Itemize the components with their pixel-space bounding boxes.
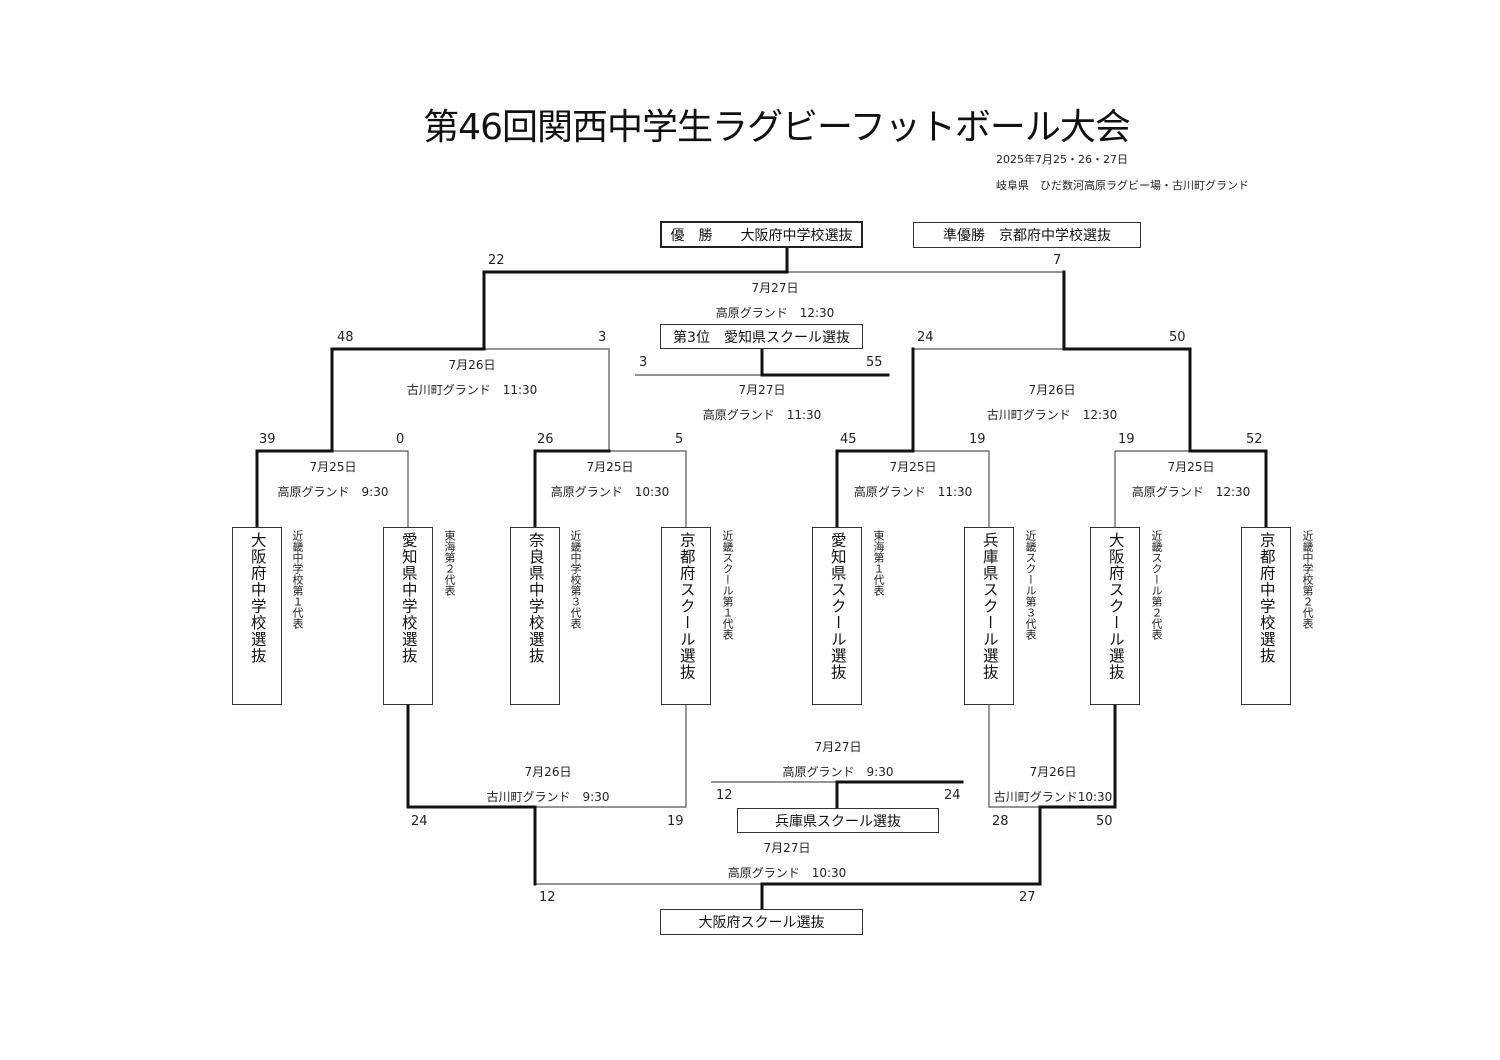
line-cons1-win bbox=[406, 703, 537, 886]
score: 12 bbox=[539, 890, 556, 905]
score: 50 bbox=[1169, 330, 1186, 345]
line-r1-4-left bbox=[1114, 450, 1190, 527]
team-box: 京都府スクール選抜 bbox=[661, 527, 711, 705]
line-r1-3-win bbox=[835, 347, 915, 529]
line-cons2-win bbox=[1038, 703, 1117, 886]
match-date: 7月26日 bbox=[524, 765, 572, 779]
line-r1-2-right bbox=[609, 450, 687, 527]
match-venue: 高原グランド 10:30 bbox=[727, 866, 847, 880]
tournament-dates: 2025年7月25・26・27日 bbox=[996, 153, 1128, 166]
match-venue: 高原グランド 12:30 bbox=[1131, 485, 1251, 499]
team-name: 京都府スクール選抜 bbox=[677, 532, 696, 681]
team-qualification: 近畿中学校第１代表 bbox=[291, 530, 304, 629]
team-box: 京都府中学校選抜 bbox=[1241, 527, 1291, 705]
score: 26 bbox=[537, 432, 554, 447]
score: 24 bbox=[944, 788, 961, 803]
team-qualification: 近畿スクール第１代表 bbox=[721, 530, 734, 640]
score: 12 bbox=[716, 788, 733, 803]
team-qualification: 近畿スクール第３代表 bbox=[1024, 530, 1037, 640]
match-date: 7月25日 bbox=[1167, 460, 1215, 474]
line-sf1-left bbox=[330, 347, 486, 453]
line-r1-4-win bbox=[1188, 449, 1268, 529]
match-date: 7月26日 bbox=[1029, 765, 1077, 779]
team-qualification: 近畿中学校第３代表 bbox=[569, 530, 582, 629]
match-date: 7月25日 bbox=[586, 460, 634, 474]
match-date: 7月25日 bbox=[309, 460, 357, 474]
team-name: 兵庫県スクール選抜 bbox=[980, 532, 999, 681]
line-cons1-right bbox=[535, 705, 687, 808]
consolation-b-winner-box: 大阪府スクール選抜 bbox=[660, 909, 863, 935]
score: 48 bbox=[337, 330, 354, 345]
score: 0 bbox=[396, 432, 405, 447]
consolation-a-winner-box: 兵庫県スクール選抜 bbox=[737, 808, 939, 833]
tournament-title: 第46回関西中学生ラグビーフットボール大会 bbox=[423, 107, 1131, 148]
line-r1-2-win bbox=[533, 449, 611, 529]
team-name: 大阪府中学校選抜 bbox=[248, 532, 267, 664]
team-box: 奈良県中学校選抜 bbox=[510, 527, 560, 705]
match-date: 7月27日 bbox=[738, 383, 786, 397]
team-qualification: 近畿スクール第２代表 bbox=[1150, 530, 1163, 640]
match-venue: 古川町グランド 11:30 bbox=[406, 383, 538, 397]
score: 3 bbox=[598, 330, 607, 345]
match-date: 7月26日 bbox=[448, 358, 496, 372]
score: 19 bbox=[1118, 432, 1135, 447]
team-box: 兵庫県スクール選抜 bbox=[964, 527, 1014, 705]
line-sf1-right bbox=[484, 348, 610, 451]
team-box: 大阪府中学校選抜 bbox=[232, 527, 282, 705]
team-name: 大阪府スクール選抜 bbox=[1106, 532, 1125, 681]
line-sf2-win bbox=[1062, 270, 1192, 453]
line-r1-1-win bbox=[255, 449, 334, 529]
third-place-box: 第3位 愛知県スクール選抜 bbox=[660, 324, 863, 349]
team-qualification: 東海第２代表 bbox=[443, 530, 456, 596]
team-name: 愛知県スクール選抜 bbox=[828, 532, 847, 681]
match-venue: 古川町グランド 9:30 bbox=[486, 790, 610, 804]
score: 27 bbox=[1019, 890, 1036, 905]
score: 39 bbox=[259, 432, 276, 447]
team-box: 大阪府スクール選抜 bbox=[1090, 527, 1140, 705]
score: 28 bbox=[992, 814, 1009, 829]
runner-up-box: 準優勝 京都府中学校選抜 bbox=[913, 222, 1141, 248]
score: 19 bbox=[667, 814, 684, 829]
line-r1-3-right bbox=[913, 450, 990, 527]
score: 52 bbox=[1246, 432, 1263, 447]
line-cons2-left bbox=[988, 705, 1040, 808]
match-venue: 古川町グランド 12:30 bbox=[986, 408, 1118, 422]
team-box: 愛知県スクール選抜 bbox=[812, 527, 862, 705]
score: 55 bbox=[866, 355, 883, 370]
match-venue: 高原グランド 9:30 bbox=[782, 765, 894, 779]
tournament-venue: 岐阜県 ひだ数河高原ラグビー場・古川町グランド bbox=[996, 179, 1249, 192]
match-venue: 高原グランド 9:30 bbox=[277, 485, 389, 499]
match-venue: 高原グランド 11:30 bbox=[853, 485, 973, 499]
score: 45 bbox=[840, 432, 857, 447]
score: 19 bbox=[969, 432, 986, 447]
team-qualification: 東海第１代表 bbox=[872, 530, 885, 596]
match-venue: 高原グランド 12:30 bbox=[715, 306, 835, 320]
match-date: 7月27日 bbox=[763, 841, 811, 855]
match-venue: 古川町グランド10:30 bbox=[993, 790, 1113, 804]
champion-box: 優 勝 大阪府中学校選抜 bbox=[660, 221, 863, 248]
line-consA-win bbox=[835, 780, 964, 810]
score: 24 bbox=[411, 814, 428, 829]
team-box: 愛知県中学校選抜 bbox=[383, 527, 433, 705]
score: 22 bbox=[488, 253, 505, 268]
match-venue: 高原グランド 10:30 bbox=[550, 485, 670, 499]
match-date: 7月27日 bbox=[751, 281, 799, 295]
line-r1-1-right bbox=[332, 450, 409, 527]
match-date: 7月25日 bbox=[889, 460, 937, 474]
team-name: 京都府中学校選抜 bbox=[1257, 532, 1276, 664]
match-venue: 高原グランド 11:30 bbox=[702, 408, 822, 422]
team-qualification: 近畿中学校第２代表 bbox=[1301, 530, 1314, 629]
line-champion bbox=[482, 246, 789, 351]
score: 3 bbox=[639, 355, 648, 370]
score: 5 bbox=[675, 432, 684, 447]
line-third-win bbox=[760, 347, 890, 377]
line-consB-win bbox=[760, 882, 1042, 911]
team-name: 愛知県中学校選抜 bbox=[399, 532, 418, 664]
score: 7 bbox=[1053, 253, 1062, 268]
match-date: 7月27日 bbox=[814, 740, 862, 754]
score: 50 bbox=[1096, 814, 1113, 829]
score: 24 bbox=[917, 330, 934, 345]
match-date: 7月26日 bbox=[1028, 383, 1076, 397]
team-name: 奈良県中学校選抜 bbox=[526, 532, 545, 664]
